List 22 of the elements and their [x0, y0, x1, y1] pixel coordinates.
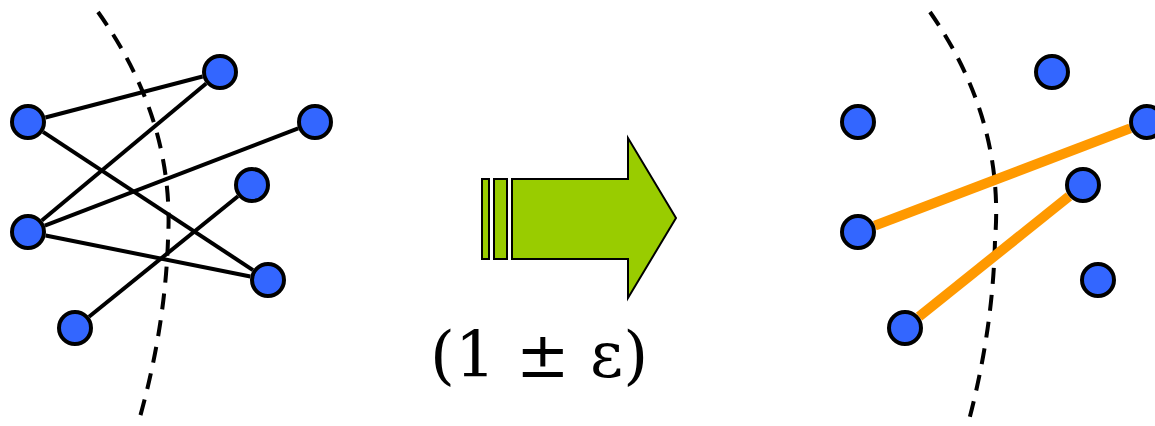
circle-node [10, 104, 46, 140]
circle-node [1080, 262, 1116, 298]
circle-node [10, 214, 46, 250]
edge-line [40, 82, 208, 222]
circle-node [887, 310, 923, 346]
edge-line [44, 74, 204, 120]
circle-node [250, 262, 286, 298]
circle-node [1129, 104, 1155, 140]
circle-node [234, 167, 270, 203]
circle-node [1065, 167, 1101, 203]
approximation-formula: (1 ± ε) [430, 318, 649, 392]
edge-line [44, 126, 299, 228]
circle-node [840, 104, 876, 140]
edge-line [87, 194, 240, 319]
edge-line [41, 130, 255, 272]
thick-edge-line [915, 192, 1073, 321]
circle-node [1034, 54, 1070, 90]
circle-node [297, 104, 333, 140]
circle-node [202, 54, 238, 90]
circle-node [57, 310, 93, 346]
edge-line [45, 233, 251, 279]
circle-node [840, 214, 876, 250]
